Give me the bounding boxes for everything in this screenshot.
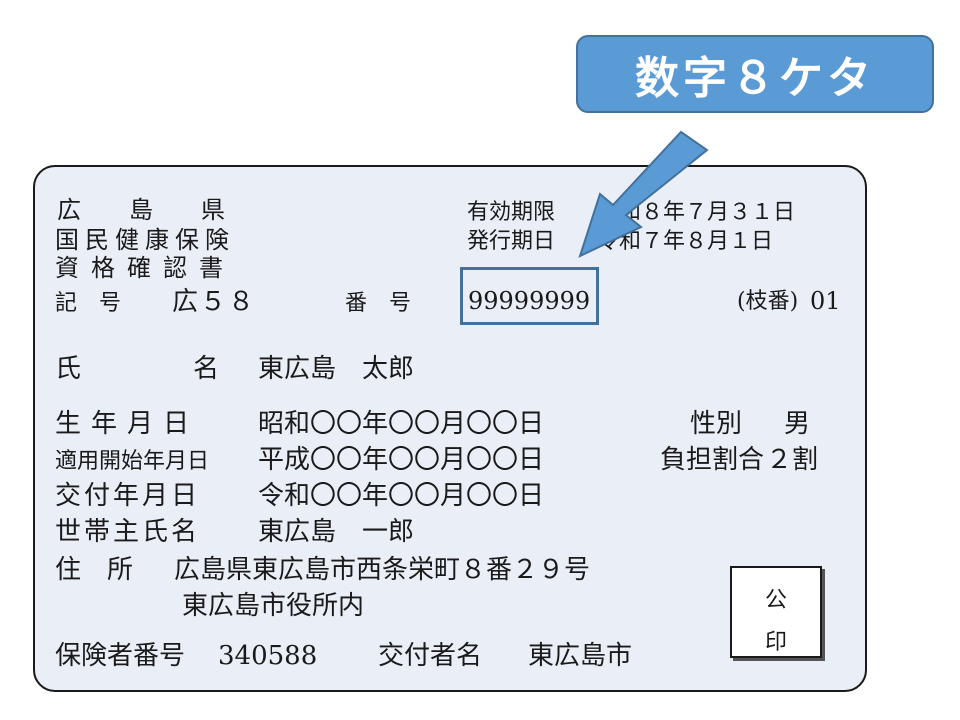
start-value: 平成〇〇年〇〇月〇〇日 bbox=[258, 445, 545, 475]
insurer-number-label: 保険者番号 bbox=[55, 641, 186, 671]
name-label-first: 氏 bbox=[55, 354, 82, 384]
seal-bottom-char: 印 bbox=[764, 630, 787, 655]
start-label: 適用開始年月日 bbox=[55, 449, 210, 474]
official-seal: 公 印 bbox=[730, 566, 822, 658]
deliverer-label: 交付者名 bbox=[378, 641, 483, 671]
expiry-label: 有効期限 bbox=[467, 200, 556, 225]
issue-label: 発行期日 bbox=[467, 229, 556, 254]
ratio-value: ２割 bbox=[766, 445, 819, 475]
branch-label: (枝番) bbox=[737, 289, 799, 314]
card-type-line2: 資格確認書 bbox=[55, 254, 235, 282]
address-line1: 広島県東広島市西条栄町８番２９号 bbox=[174, 555, 591, 585]
number-label: 番 号 bbox=[345, 291, 412, 316]
sex-value: 男 bbox=[784, 409, 811, 439]
delivery-value: 令和〇〇年〇〇月〇〇日 bbox=[258, 481, 545, 511]
delivery-label: 交付年月日 bbox=[55, 481, 201, 511]
card-type-line1: 国民健康保険 bbox=[55, 226, 235, 254]
birth-label: 生年月日 bbox=[55, 409, 200, 439]
expiry-value: 令和８年７月３１日 bbox=[597, 200, 796, 225]
number-highlight-box bbox=[460, 267, 599, 325]
issue-value: 令和７年８月１日 bbox=[597, 229, 774, 254]
issuer-prefecture: 広 島 県 bbox=[57, 196, 225, 224]
callout-eight-digits: 数字８ケタ bbox=[576, 35, 934, 113]
address-label: 住 所 bbox=[55, 555, 134, 585]
seal-top-char: 公 bbox=[764, 588, 787, 613]
callout-label: 数字８ケタ bbox=[635, 53, 875, 104]
number-value: 99999999 bbox=[468, 287, 591, 315]
householder-value: 東広島 一郎 bbox=[258, 517, 415, 547]
address-line2: 東広島市役所内 bbox=[182, 591, 365, 621]
branch-value: 01 bbox=[810, 287, 841, 315]
insurance-card bbox=[33, 165, 867, 692]
insurer-number-value: 340588 bbox=[218, 641, 318, 671]
symbol-value: 広５８ bbox=[172, 287, 257, 317]
deliverer-value: 東広島市 bbox=[528, 641, 633, 671]
sex-label: 性別 bbox=[690, 409, 743, 439]
ratio-label: 負担割合 bbox=[660, 445, 765, 475]
householder-label: 世帯主氏名 bbox=[55, 517, 201, 547]
symbol-label: 記 号 bbox=[55, 291, 122, 316]
birth-value: 昭和〇〇年〇〇月〇〇日 bbox=[258, 409, 545, 439]
name-value: 東広島 太郎 bbox=[258, 354, 415, 384]
name-label-second: 名 bbox=[193, 354, 220, 384]
